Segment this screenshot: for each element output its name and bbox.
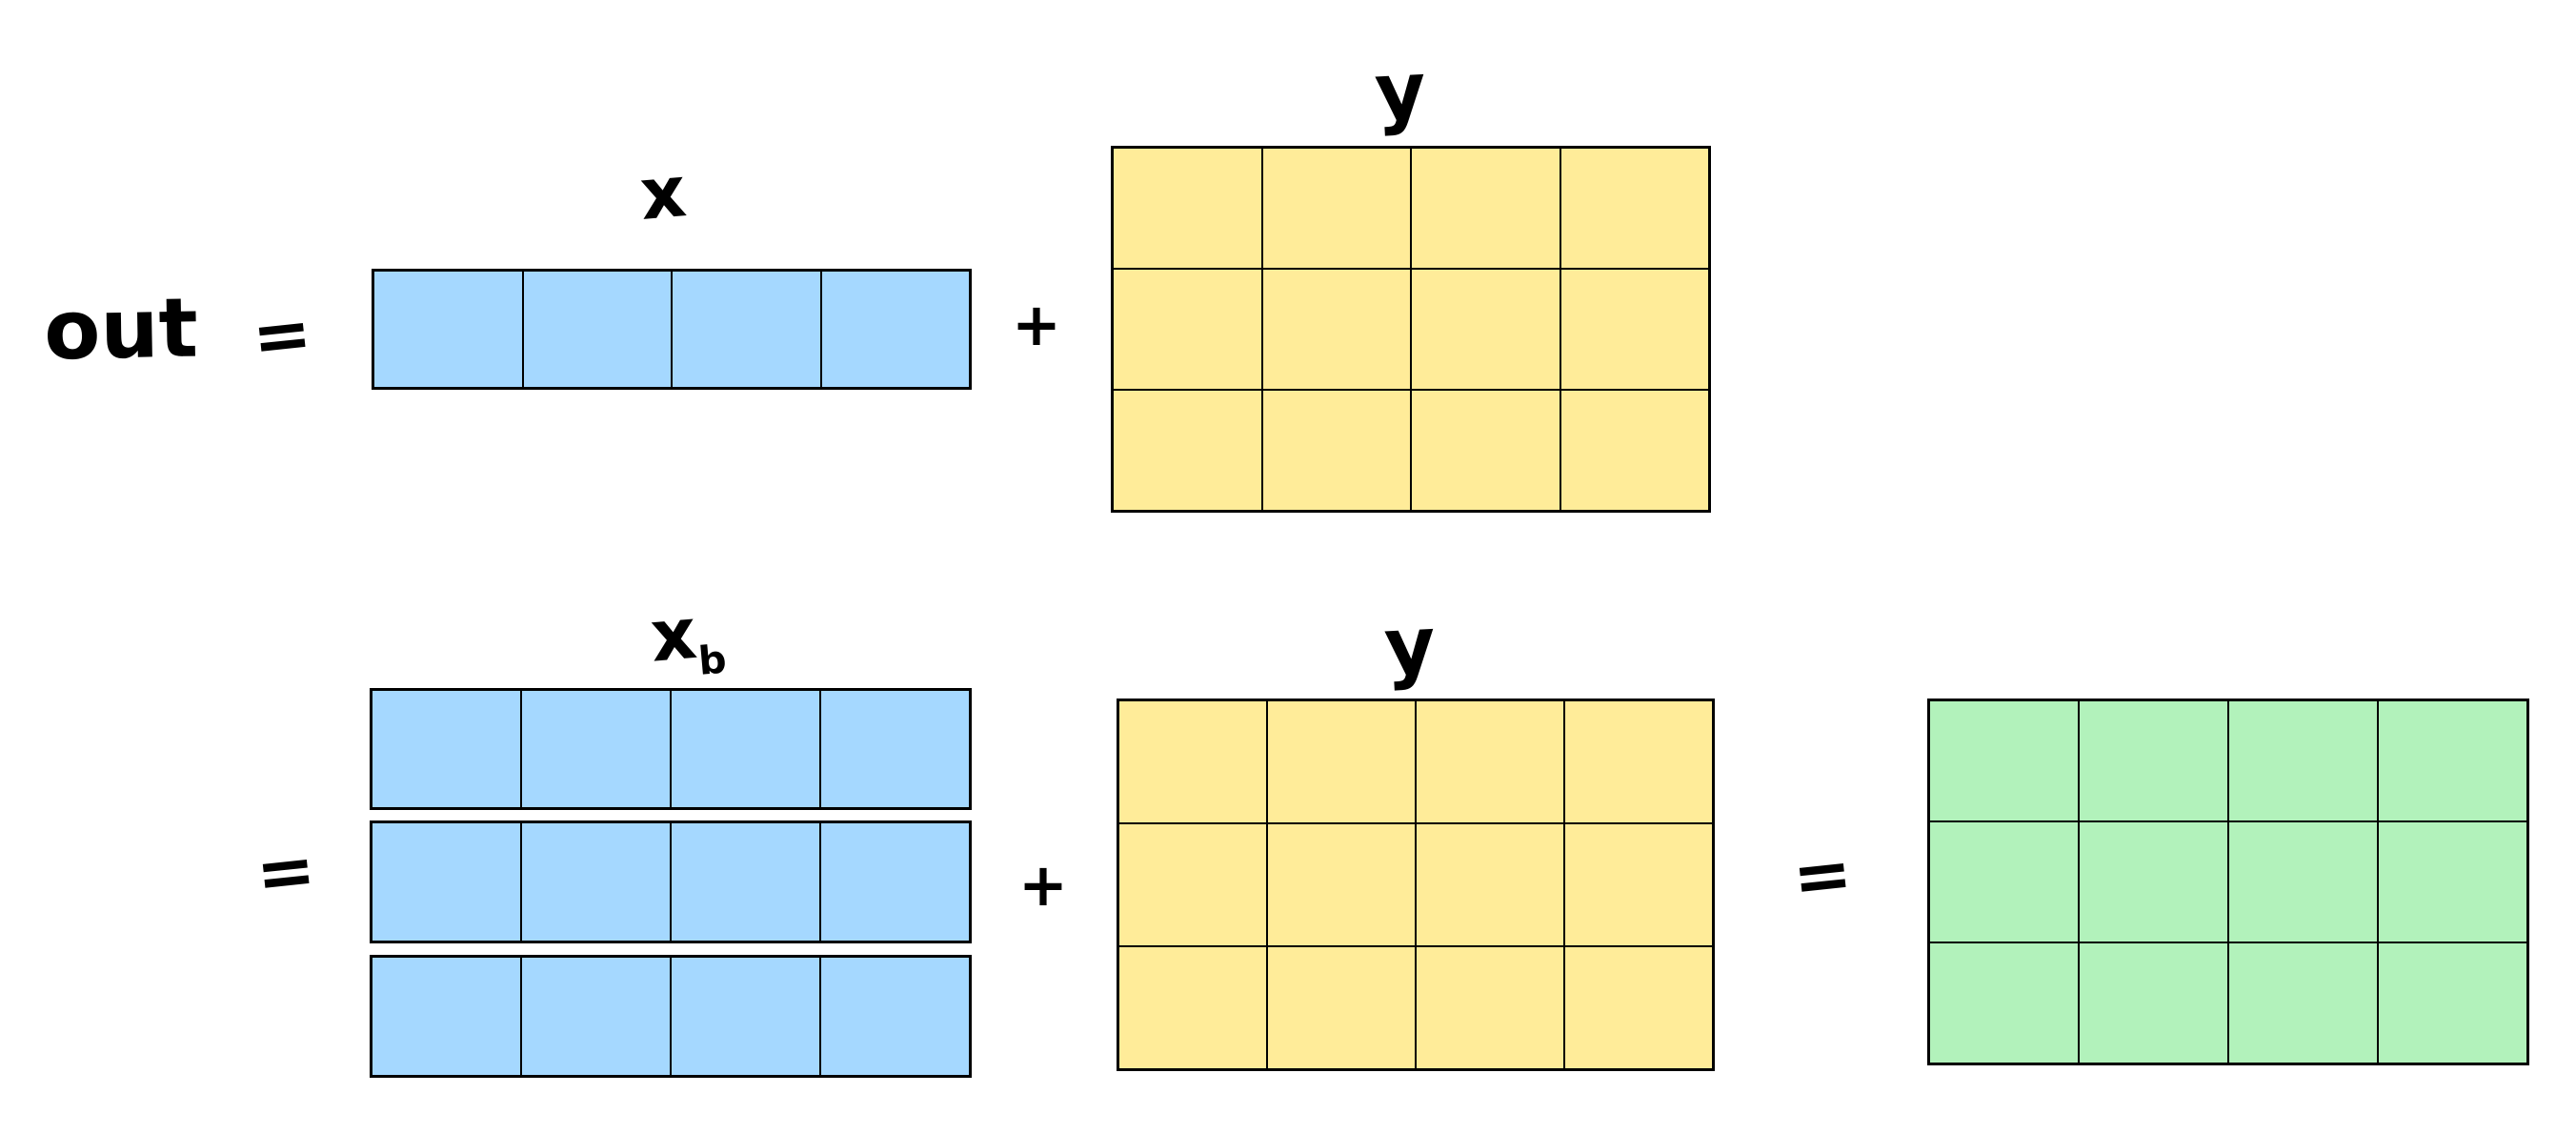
matrix-cell: [1560, 270, 1708, 389]
matrix-cell: [1412, 149, 1560, 268]
matrix-cell: [1268, 824, 1415, 945]
matrix-cell: [1930, 822, 2078, 942]
plus-sign-bottom: +: [1018, 850, 1068, 920]
matrix-cell: [1930, 701, 2078, 820]
matrix-cell: [1119, 701, 1266, 822]
xb-label: xb: [647, 592, 729, 684]
matrix-cell: [522, 691, 670, 807]
matrix-cell: [1262, 149, 1410, 268]
matrix-cell: [2080, 701, 2227, 820]
matrix-cell: [1560, 391, 1708, 510]
matrix-cell: [673, 272, 820, 387]
matrix-cell: [523, 272, 671, 387]
matrix-cell: [1412, 391, 1560, 510]
result-matrix: [1927, 699, 2529, 1065]
matrix-cell: [1268, 947, 1415, 1068]
matrix-cell: [2080, 943, 2227, 1063]
matrix-cell: [1114, 391, 1261, 510]
y-matrix-top: [1111, 146, 1711, 513]
matrix-cell: [1930, 943, 2078, 1063]
matrix-cell: [1565, 701, 1712, 822]
matrix-cell: [1412, 270, 1560, 389]
matrix-cell: [1114, 270, 1261, 389]
matrix-cell: [1565, 947, 1712, 1068]
matrix-cell: [1417, 947, 1563, 1068]
equals-sign-bottom-left: =: [252, 827, 320, 917]
y-label-top: y: [1372, 45, 1429, 139]
matrix-cell: [2379, 701, 2526, 820]
matrix-cell: [2379, 822, 2526, 942]
matrix-cell: [672, 958, 819, 1075]
matrix-cell: [1565, 824, 1712, 945]
matrix-cell: [1114, 149, 1261, 268]
matrix-cell: [821, 823, 969, 941]
matrix-cell: [372, 691, 520, 807]
matrix-cell: [372, 823, 520, 941]
xb-label-subscript: b: [696, 636, 729, 684]
matrix-cell: [1119, 824, 1266, 945]
matrix-cell: [672, 691, 819, 807]
matrix-cell: [1417, 824, 1563, 945]
matrix-cell: [2229, 822, 2377, 942]
matrix-cell: [522, 958, 670, 1075]
matrix-cell: [672, 823, 819, 941]
matrix-cell: [1262, 391, 1410, 510]
matrix-cell: [2379, 943, 2526, 1063]
matrix-cell: [2229, 943, 2377, 1063]
matrix-cell: [1560, 149, 1708, 268]
matrix-cell: [821, 272, 969, 387]
x-label: x: [636, 151, 690, 236]
matrix-cell: [374, 272, 522, 387]
y-label-bottom: y: [1381, 599, 1439, 694]
y-matrix-bottom: [1117, 699, 1715, 1071]
matrix-cell: [522, 823, 670, 941]
x-row-vector: [372, 269, 972, 390]
matrix-cell: [2080, 822, 2227, 942]
matrix-cell: [372, 958, 520, 1075]
xb-broadcast-row-2: [370, 820, 972, 943]
xb-broadcast-row-1: [370, 688, 972, 810]
matrix-cell: [2229, 701, 2377, 820]
matrix-cell: [1268, 701, 1415, 822]
matrix-cell: [821, 691, 969, 807]
matrix-cell: [1262, 270, 1410, 389]
matrix-cell: [821, 958, 969, 1075]
equals-sign-bottom-right: =: [1788, 831, 1857, 921]
matrix-cell: [1417, 701, 1563, 822]
matrix-cell: [1119, 947, 1266, 1068]
plus-sign-top: +: [1012, 290, 1061, 359]
out-label: out: [43, 280, 199, 379]
xb-label-base: x: [647, 592, 700, 678]
equals-sign-top: =: [248, 291, 316, 380]
xb-broadcast-row-3: [370, 955, 972, 1078]
